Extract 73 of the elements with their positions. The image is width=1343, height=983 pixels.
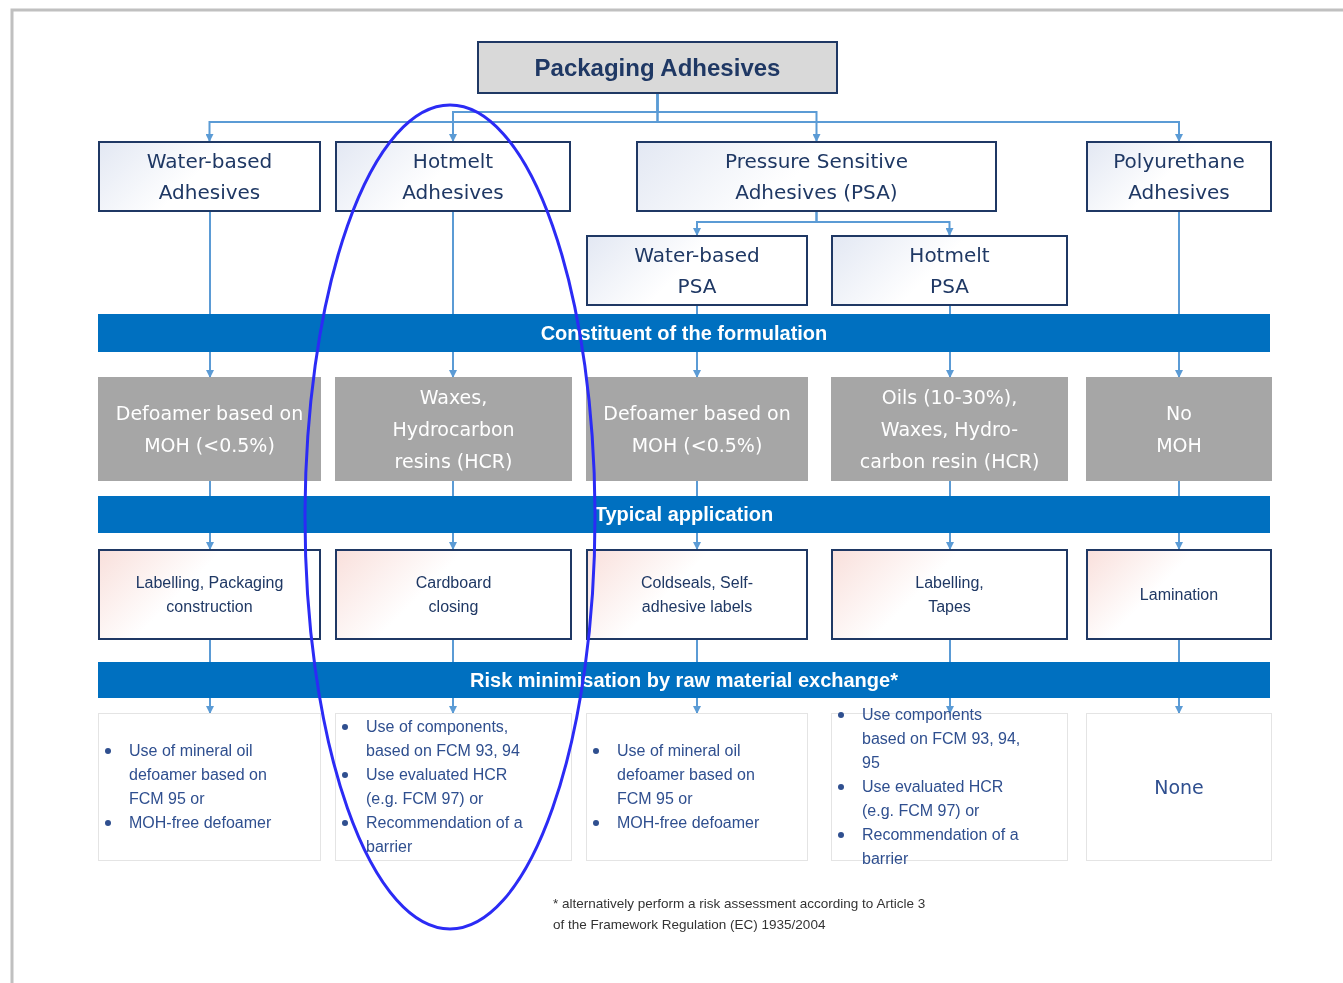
connector-arrow [1175,351,1183,378]
connector-arrow [1175,532,1183,550]
bullet-item: Use evaluated HCR (e.g. FCM 97) or [366,765,509,809]
application-box [586,549,808,640]
measure-box [1086,713,1272,861]
category-box [1086,141,1272,212]
connector-arrow [693,697,701,714]
section-band [98,662,1270,698]
node-text: Defoamer based on MOH (<0.5%) [602,401,792,458]
application-box [831,549,1068,640]
constituent-box [335,377,572,481]
node-text: None [1154,776,1204,798]
node-text: Coldseals, Self-adhesive labels [639,572,754,617]
node-text: No MOH [1155,401,1203,458]
constituent-box [98,377,321,481]
measure-list-box [335,713,572,861]
subcategory-box [586,235,808,306]
bullet-item: MOH-free defoamer [617,813,760,833]
bullet-item: MOH-free defoamer [129,813,272,833]
connector-arrow [693,532,701,550]
node-text: Risk minimisation by raw material exchange* [470,668,898,692]
connector-arrow [946,697,954,714]
connector-arrow [815,211,954,236]
connector-arrow [449,532,457,550]
bullet-item: Use of mineral oil defoamer based on FCM 95 or [617,741,756,809]
node-text: Hotmelt PSA [908,241,991,300]
category-box [636,141,997,212]
node-text: Packaging Adhesives [534,53,781,82]
connector-arrow [206,697,214,714]
connector-arrow [449,697,457,714]
node-text: Labelling, Packaging construction [134,572,285,617]
bullet-item: Use of components, based on FCM 93, 94 [366,717,521,761]
section-band [98,496,1270,533]
connector-arrow [206,351,214,378]
bullet-item: Use of mineral oil defoamer based on FCM 95 or [129,741,268,809]
connector-arrow [449,351,457,378]
footnote: * alternatively perform a risk assessment according to Article 3 of the Framework Regulation (EC) 1935/2004 [553,895,927,934]
subcategory-box [831,235,1068,306]
node-text: Labelling, Tapes [914,572,985,617]
category-box [98,141,321,212]
node-text: Cardboard closing [414,572,493,617]
connector-arrow [693,351,701,378]
node-text: Oils (10-30%), Waxes, Hydro-carbon resin (HCR) [858,385,1041,474]
application-box [98,549,321,640]
connector-arrow [946,351,954,378]
node-text: Water-based Adhesives [145,147,274,206]
node-text: Hotmelt Adhesives [401,147,505,206]
application-box [1086,549,1272,640]
section-band [98,314,1270,352]
node-text: Polyurethane Adhesives [1112,147,1246,206]
constituent-box [586,377,808,481]
connector-arrow [206,532,214,550]
category-box [335,141,571,212]
node-text: Pressure Sensitive Adhesives (PSA) [724,147,909,206]
node-text: Typical application [594,503,774,526]
bullet-item: Use components based on FCM 93, 94, 95 [862,705,1022,773]
constituent-box [1086,377,1272,481]
node-text: Lamination [1139,584,1219,605]
bullet-item: Use evaluated HCR (e.g. FCM 97) or [862,777,1005,821]
node-text: Constituent of the formulation [540,321,828,345]
measure-list-box [586,713,808,861]
measure-list-box [98,713,321,861]
bullet-item: Recommendation of a barrier [366,813,524,857]
node-text: Water-based PSA [633,241,761,300]
connector-arrow [1175,697,1183,714]
bullet-item: Recommendation of a barrier [862,825,1020,869]
constituent-box [831,377,1068,481]
application-box [335,549,572,640]
title-box [477,41,838,94]
connector-arrow [656,93,1183,142]
connector-arrow [946,532,954,550]
node-text: Waxes, Hydrocarbon resins (HCR) [391,385,516,474]
node-text: Defoamer based on MOH (<0.5%) [114,401,305,458]
